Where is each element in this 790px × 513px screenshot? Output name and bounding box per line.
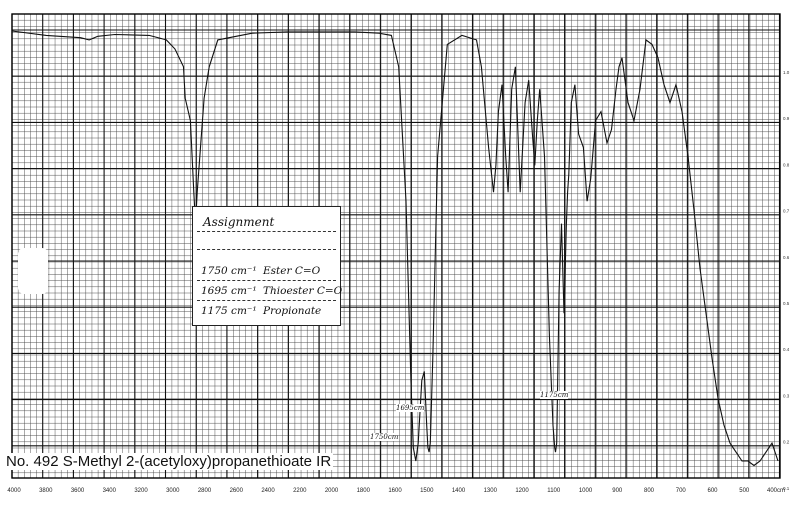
- x-tick-label: 1100: [547, 488, 561, 494]
- x-tick-label: 2600: [230, 488, 244, 494]
- x-tick-label: 1200: [515, 488, 529, 494]
- peak-label-1695: 1695cm: [396, 404, 425, 412]
- y-tick-label: 0.5: [783, 301, 790, 306]
- assignment-table: Assignment 1750 cm⁻¹ Ester C=O 1695 cm⁻¹ T…: [192, 206, 342, 326]
- assignment-row: 1750 cm⁻¹ Ester C=O: [201, 265, 320, 277]
- row-group: Propionate: [263, 305, 322, 317]
- x-tick-label: 3200: [134, 488, 148, 494]
- row-wavenumber: 1750 cm⁻¹: [201, 265, 257, 277]
- row-rule: [197, 300, 336, 301]
- row-group: Thioester C=O: [263, 285, 343, 297]
- x-tick-label: 400cm: [767, 488, 785, 494]
- x-tick-label: 700: [676, 488, 687, 494]
- blank-patch: [18, 248, 48, 294]
- x-axis-ticks: 4000 3800 3600 3400 3200 3000 2800 2600 2400 2200…: [7, 488, 785, 494]
- x-tick-label: 1400: [452, 488, 466, 494]
- x-tick-label: 1300: [484, 488, 498, 494]
- x-tick-label: 600: [707, 488, 718, 494]
- x-tick-label: 500: [739, 488, 750, 494]
- figure-caption: No. 492 S-Methyl 2-(acetyloxy)propanethi…: [4, 453, 334, 470]
- x-tick-label: 2400: [261, 488, 275, 494]
- x-tick-label: 1500: [420, 488, 434, 494]
- row-wavenumber: 1695 cm⁻¹: [201, 285, 257, 297]
- x-tick-label: 3600: [71, 488, 85, 494]
- row-group: Ester C=O: [263, 265, 321, 277]
- x-tick-label: 900: [612, 488, 623, 494]
- y-tick-label: 0.6: [783, 255, 790, 260]
- peak-label-1750: 1750cm: [370, 433, 399, 441]
- assignment-row: 1695 cm⁻¹ Thioester C=O: [201, 285, 342, 297]
- x-tick-label: 3800: [39, 488, 53, 494]
- x-tick-label: 2800: [198, 488, 212, 494]
- x-tick-label: 1000: [579, 488, 593, 494]
- x-tick-label: 3400: [103, 488, 117, 494]
- x-tick-label: 2200: [293, 488, 307, 494]
- row-wavenumber: 1175 cm⁻¹: [201, 305, 257, 317]
- spectrum-trace: [11, 30, 779, 467]
- y-tick-label: 0.2: [783, 440, 790, 445]
- chart-frame: [11, 13, 781, 479]
- y-tick-label: 0.4: [783, 347, 790, 352]
- y-tick-label: 0.7: [783, 209, 790, 214]
- x-tick-label: 3000: [166, 488, 180, 494]
- assignment-row: 1175 cm⁻¹ Propionate: [201, 305, 321, 317]
- heading-rule: [197, 231, 336, 232]
- x-tick-label: 800: [644, 488, 655, 494]
- y-tick-label: 0.9: [783, 116, 790, 121]
- minor-grid: [11, 13, 780, 478]
- y-tick-label: 0.1: [783, 486, 790, 491]
- peak-label-1175: 1175cm: [540, 391, 569, 399]
- major-grid: [11, 13, 781, 479]
- row-rule: [197, 280, 336, 281]
- x-tick-label: 4000: [7, 488, 21, 494]
- y-tick-label: 0.3: [783, 393, 790, 398]
- y-tick-label: 1.0: [783, 70, 790, 75]
- x-tick-label: 1600: [388, 488, 402, 494]
- separator-rule: [197, 249, 336, 250]
- x-tick-label: 2000: [325, 488, 339, 494]
- y-axis-ticks: 1.0 0.9 0.8 0.7 0.6 0.5 0.4 0.3 0.2 0.1: [783, 70, 790, 491]
- y-tick-label: 0.8: [783, 162, 790, 167]
- assignment-heading: Assignment: [203, 215, 275, 229]
- x-tick-label: 1800: [357, 488, 371, 494]
